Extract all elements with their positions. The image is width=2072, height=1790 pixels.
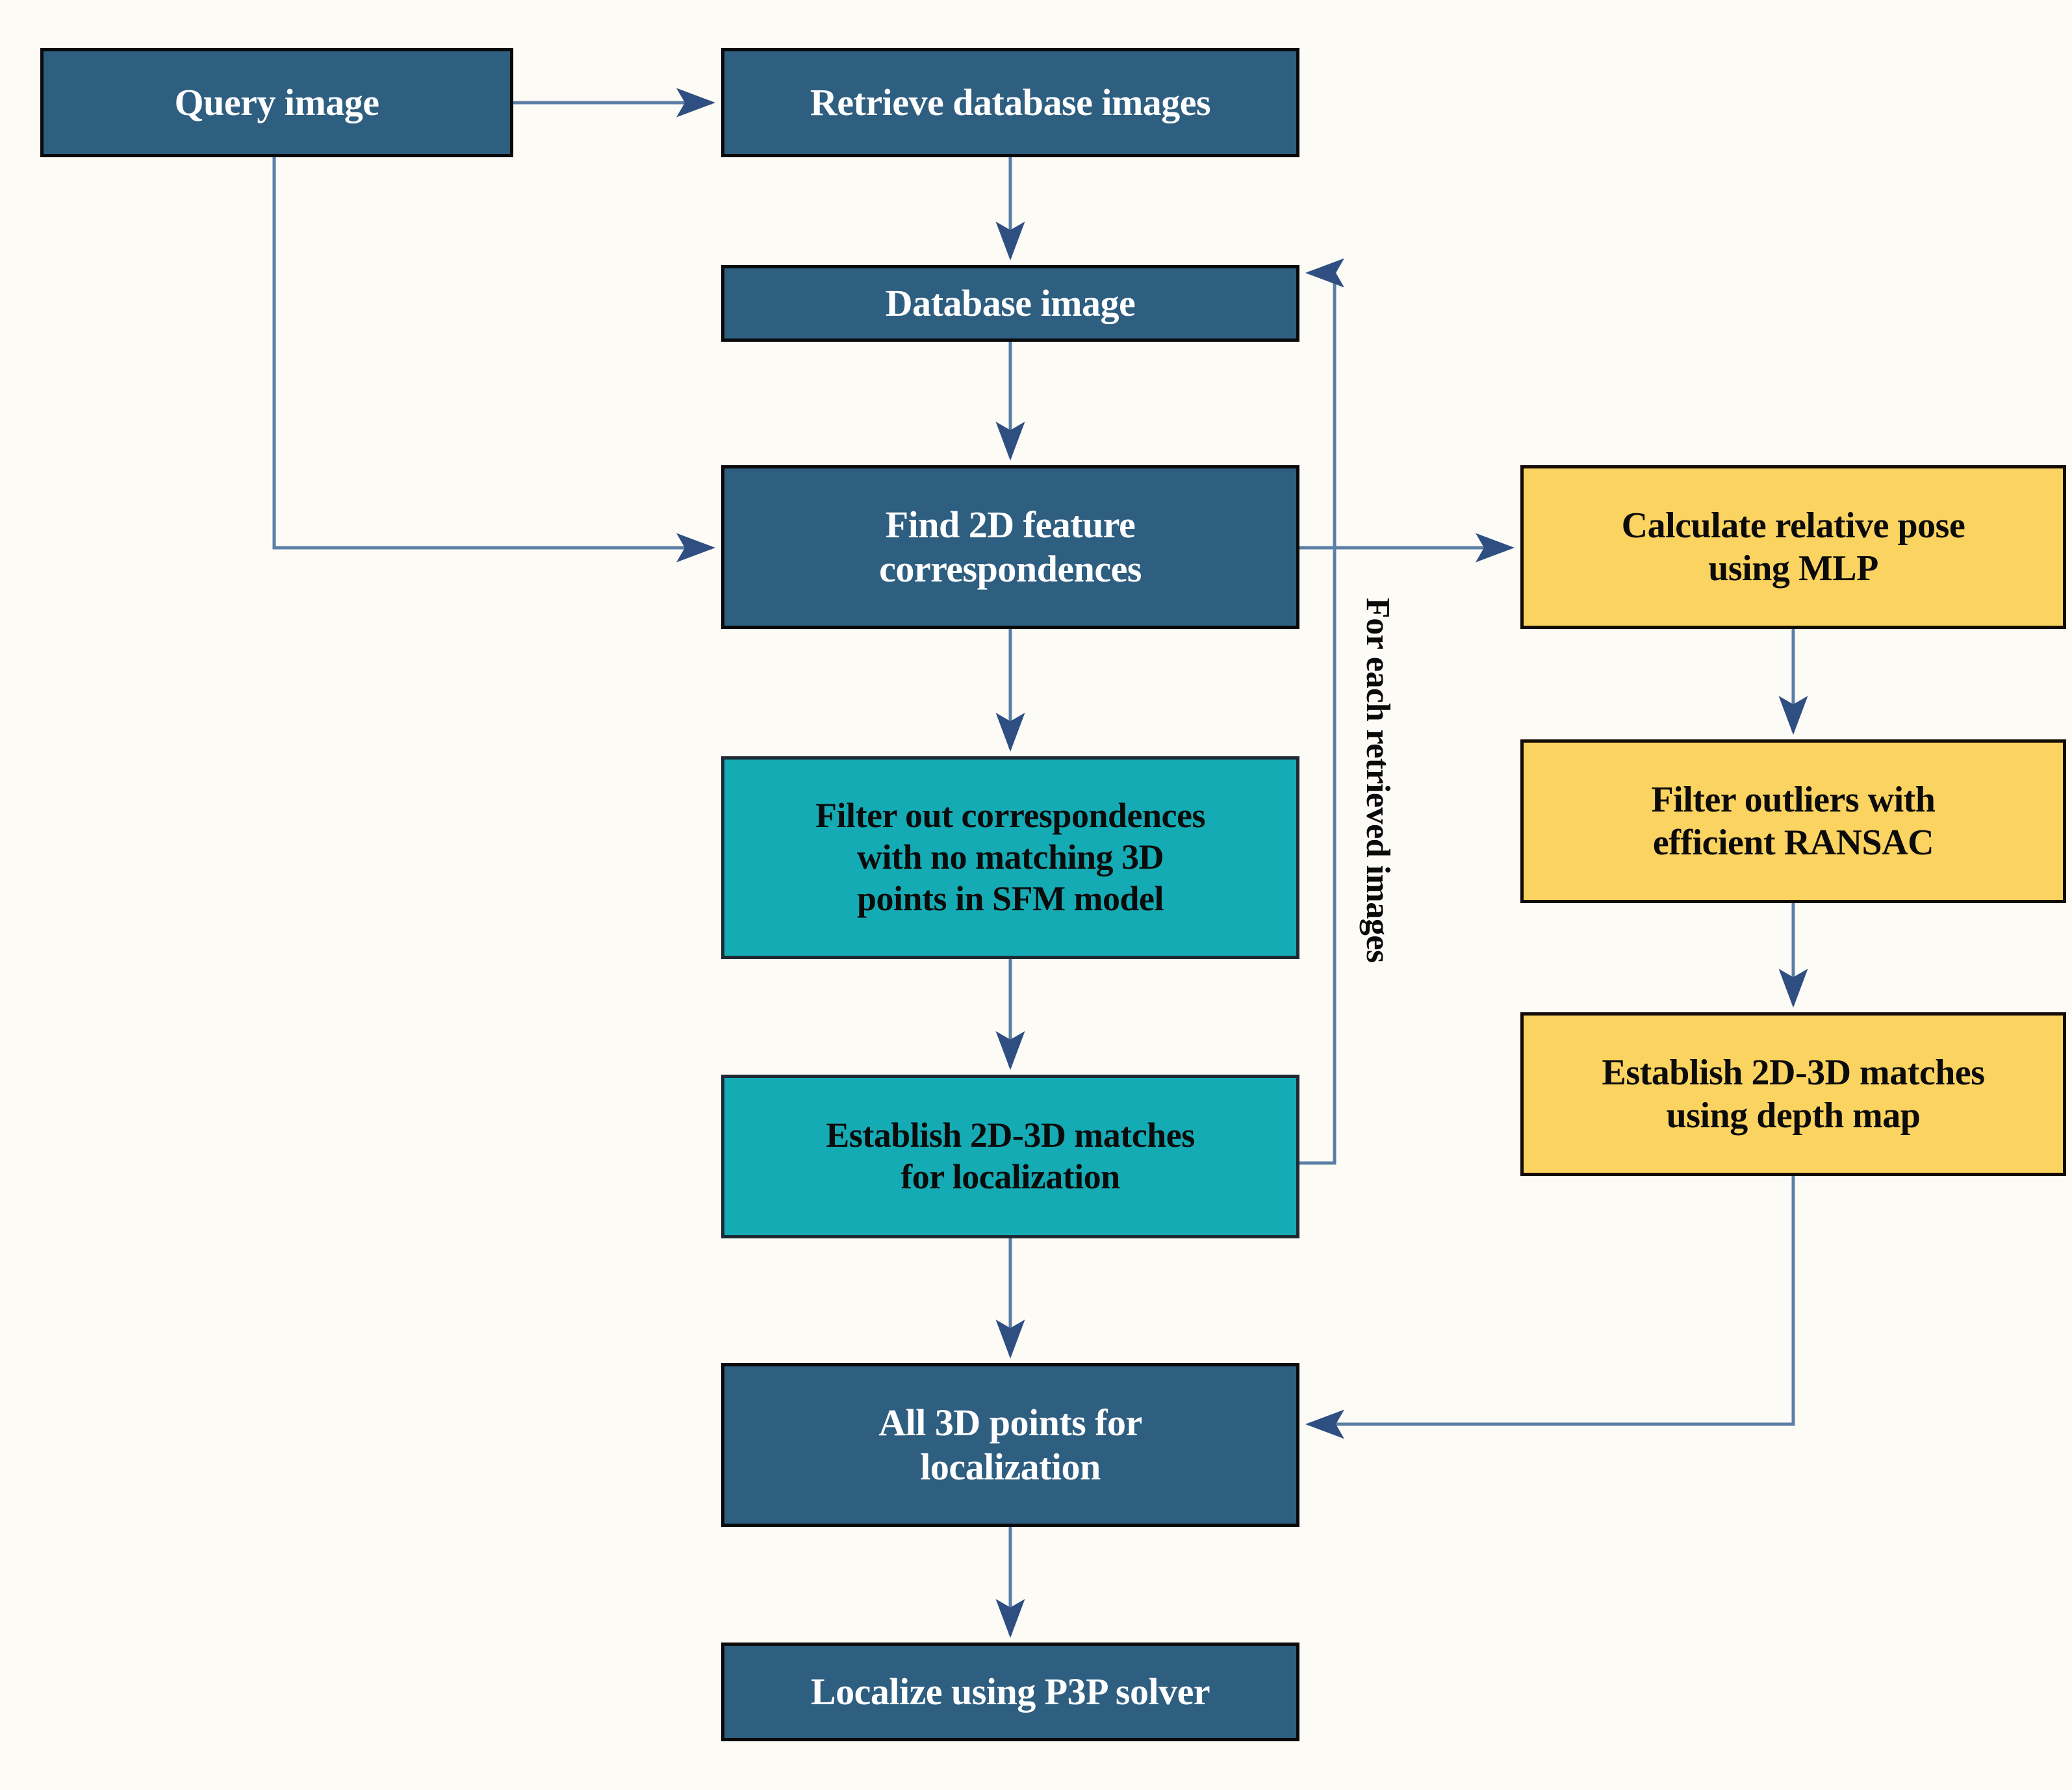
node-localize-using-p3p-solver[interactable]: Localize using P3P solver xyxy=(721,1643,1299,1741)
node-filter-outliers-with-efficient-ransac[interactable]: Filter outliers with efficient RANSAC xyxy=(1520,739,2066,903)
node-database-image[interactable]: Database image xyxy=(721,265,1299,342)
connector-depth-to-all3d xyxy=(1305,1176,1795,1439)
node-retrieve-database-images[interactable]: Retrieve database images xyxy=(721,48,1299,157)
node-calculate-relative-pose-using-mlp[interactable]: Calculate relative pose using MLP xyxy=(1520,465,2066,629)
loop-label-for-each-retrieved-images: For each retrieved images xyxy=(1359,598,1396,963)
connector-query-to-find xyxy=(272,157,715,563)
node-filter-out-correspondences[interactable]: Filter out correspondences with no match… xyxy=(721,756,1299,959)
node-all-3d-points-for-localization[interactable]: All 3D points for localization xyxy=(721,1363,1299,1527)
node-query-image[interactable]: Query image xyxy=(40,48,513,157)
node-establish-2d-3d-matches-for-localization[interactable]: Establish 2D-3D matches for localization xyxy=(721,1075,1299,1238)
node-find-2d-feature-correspondences[interactable]: Find 2D feature correspondences xyxy=(721,465,1299,629)
connector-establish-loop-to-database xyxy=(1299,258,1344,1165)
node-establish-2d-3d-matches-using-depth-map[interactable]: Establish 2D-3D matches using depth map xyxy=(1520,1012,2066,1176)
